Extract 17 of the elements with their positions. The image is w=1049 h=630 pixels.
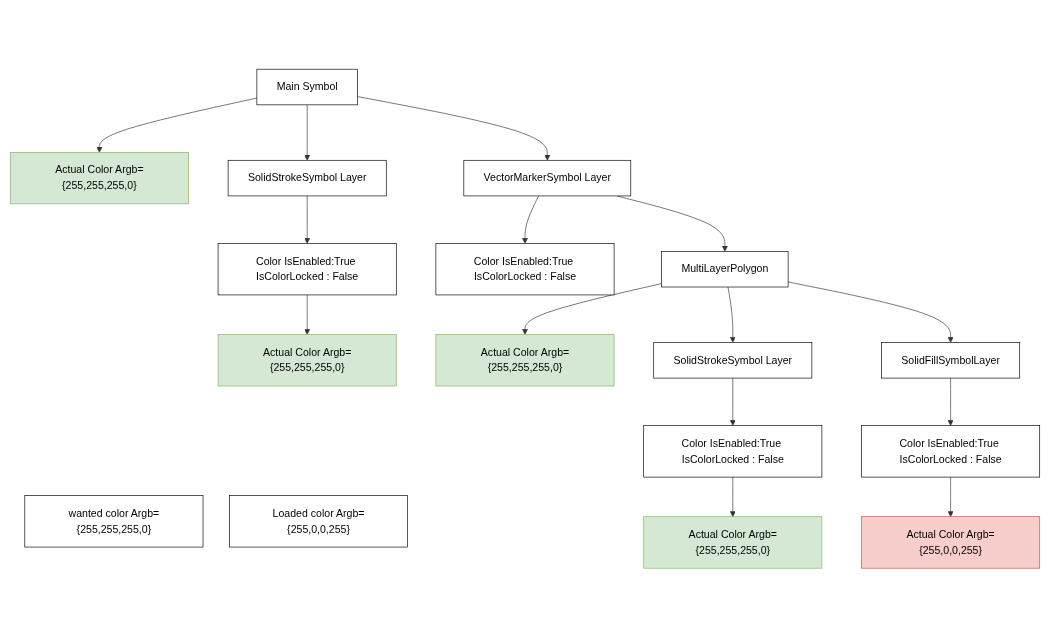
node-box: Color IsEnabled:True IsColorLocked : False	[217, 243, 397, 296]
node-box: SolidFillSymbolLayer	[880, 342, 1020, 379]
node-box: Color IsEnabled:True IsColorLocked : False	[860, 425, 1040, 478]
node-box: Actual Color Argb={255,255,255,0}	[217, 334, 397, 387]
node-box: MultiLayerPolygon	[660, 251, 788, 288]
node-box: Color IsEnabled:True IsColorLocked : False	[435, 243, 614, 296]
node-box: Actual Color Argb={255,255,255,0}	[9, 152, 189, 205]
node-box: Actual Color Argb={255,255,255,0}	[642, 516, 822, 569]
node-box: SolidStrokeSymbol Layer	[227, 160, 387, 197]
node-box: SolidStrokeSymbol Layer	[652, 342, 812, 379]
node-box: Color IsEnabled:True IsColorLocked : False	[642, 425, 822, 478]
node-box: VectorMarkerSymbol Layer	[463, 160, 631, 197]
node-box: Actual Color Argb={255,255,255,0}	[435, 334, 614, 387]
node-box: Loaded color Argb={255,0,0,255}	[228, 495, 408, 548]
node-box: Main Symbol	[256, 69, 358, 106]
node-box: wanted color Argb={255,255,255,0}	[24, 495, 203, 548]
node-box: Actual Color Argb={255,0,0,255}	[860, 516, 1040, 569]
